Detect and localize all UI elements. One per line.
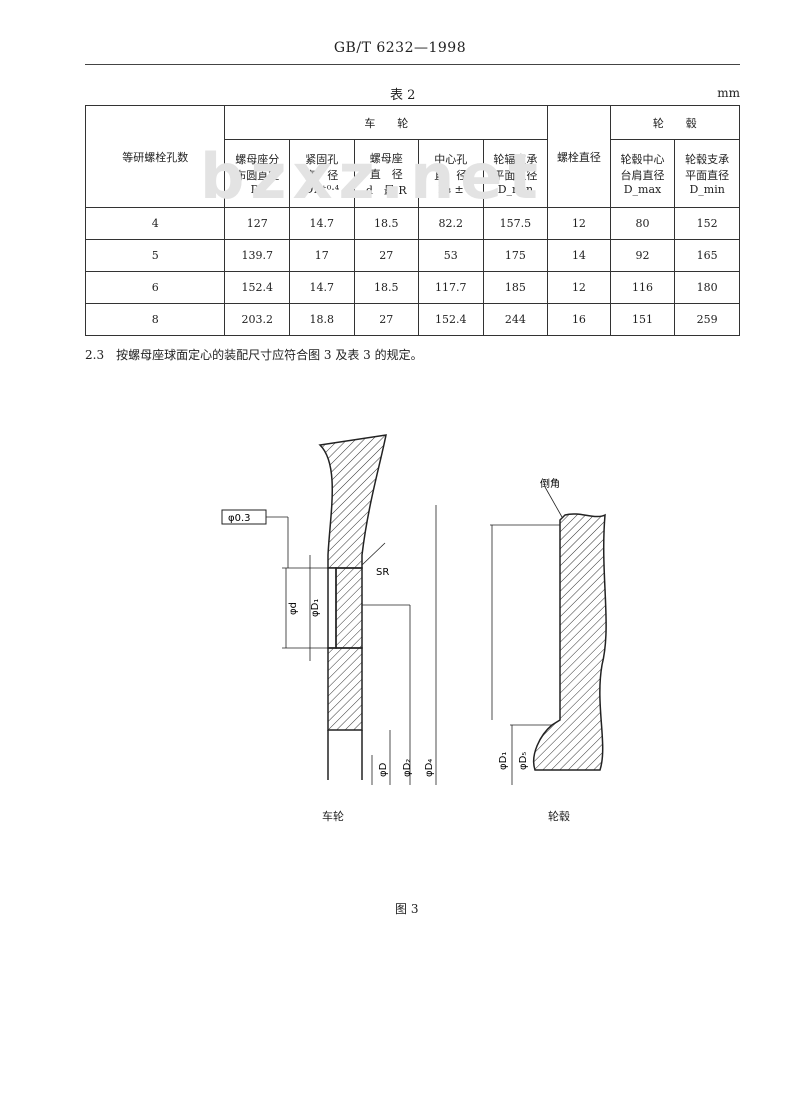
dim-d1: φD₁ [310, 599, 321, 617]
tolerance-label: φ0.3 [228, 513, 251, 524]
tolerance-frame [221, 509, 267, 525]
group-header-hub: 轮 毂 [609, 105, 741, 140]
dim-d: φd [288, 602, 299, 615]
hub-label: 轮毂 [548, 810, 570, 823]
clause-2-3: 2.3 按螺母座球面定心的装配尺寸应符合图 3 及表 3 的规定。 [85, 348, 423, 362]
chamfer-label: 倒角 [540, 478, 560, 490]
sr-label: SR [376, 567, 389, 578]
dim-d3: φD [378, 762, 389, 777]
table-caption: 表 2 [390, 88, 416, 103]
dim-d4: φD₄ [424, 759, 435, 777]
table-unit: mm [717, 86, 740, 100]
dim-d2: φD₂ [402, 759, 413, 777]
col-header-holes: 等研螺栓孔数 [84, 105, 226, 208]
figure-caption: 图 3 [395, 902, 419, 916]
col-header-bolt: 螺栓直径 [547, 105, 611, 208]
dim-hub-2: φD₅ [518, 752, 529, 770]
wheel-section [265, 434, 437, 785]
figure-3-drawing: φ0.3 SR φd φD₁ φD φD₂ φD₄ 倒角 φD₁ φD₅ [221, 434, 607, 785]
group-header-wheel: 车 轮 [224, 105, 549, 140]
wheel-label: 车轮 [322, 810, 344, 823]
standard-code-header: GB/T 6232—1998 [333, 40, 467, 56]
dim-hub: φD₁ [498, 752, 509, 770]
header-rule [85, 64, 740, 65]
hub-section [490, 486, 607, 785]
